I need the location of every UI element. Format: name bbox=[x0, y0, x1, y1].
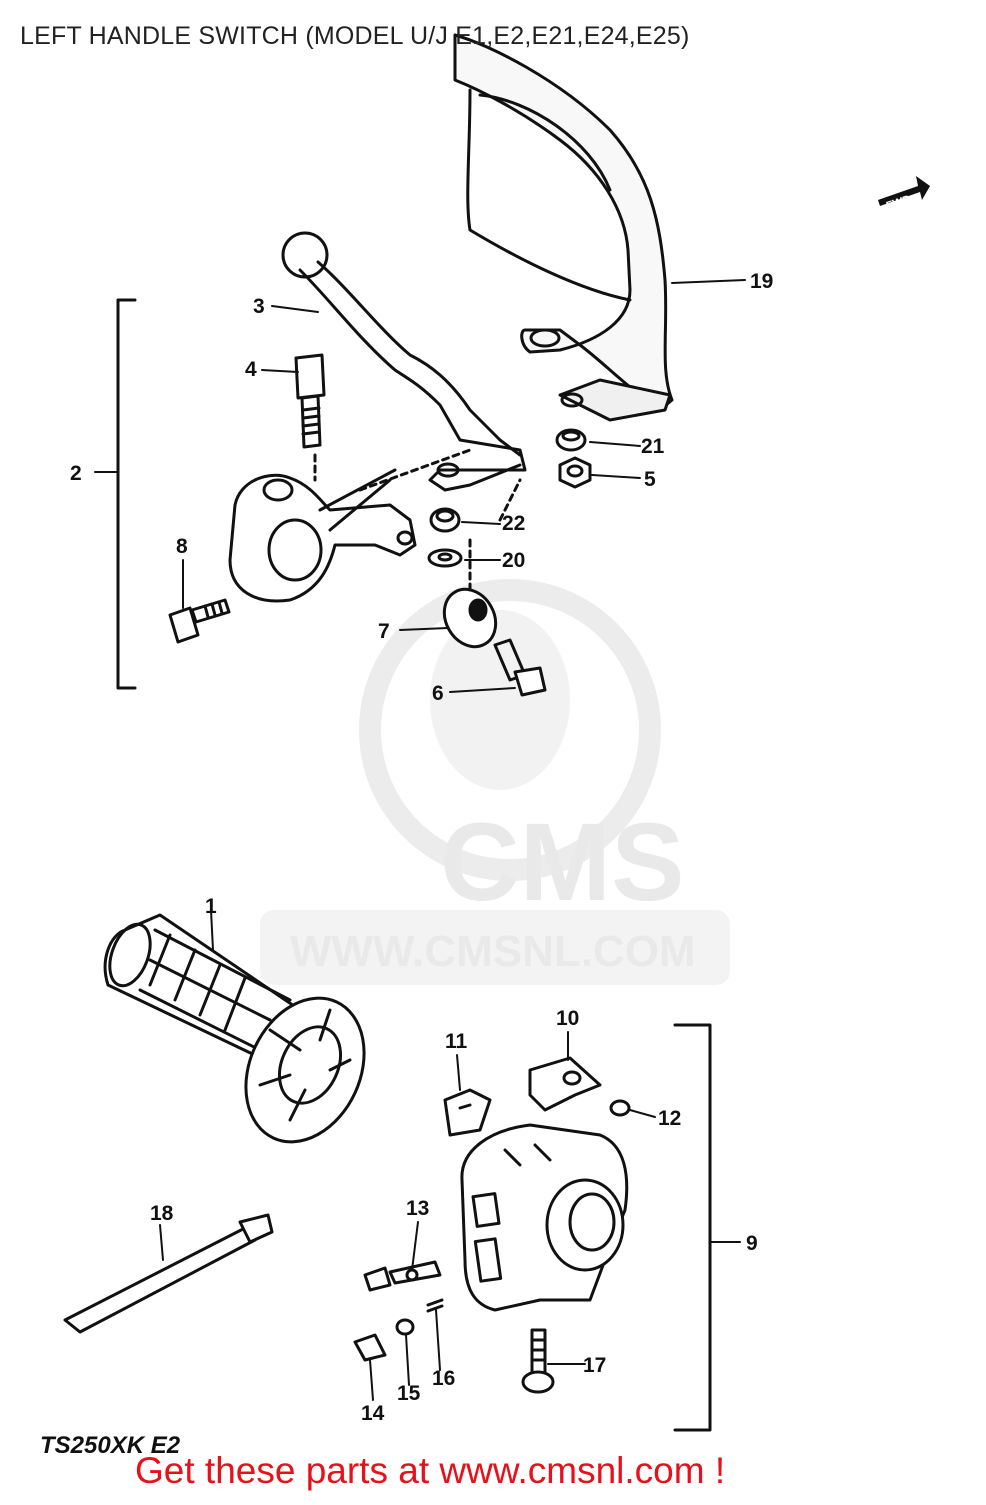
callout-16: 16 bbox=[432, 1367, 455, 1390]
group-bracket-2 bbox=[116, 298, 137, 690]
switch-housing-9 bbox=[460, 1123, 629, 1312]
callout-10: 10 bbox=[556, 1007, 579, 1030]
cable-tie-18 bbox=[63, 1213, 274, 1334]
fwd-label: FWD bbox=[885, 193, 913, 212]
callout-9: 9 bbox=[746, 1232, 758, 1255]
nut-5 bbox=[558, 456, 592, 489]
callout-15: 15 bbox=[397, 1382, 421, 1405]
adjuster-7 bbox=[442, 587, 498, 649]
spring-15 bbox=[395, 1318, 415, 1336]
callout-2: 2 bbox=[70, 462, 82, 485]
callout-14: 14 bbox=[361, 1402, 385, 1425]
clamp-bolt-8 bbox=[168, 598, 231, 644]
callout-18: 18 bbox=[150, 1202, 174, 1225]
leader-lines bbox=[94, 279, 746, 1401]
screw-17 bbox=[521, 1328, 555, 1394]
callout-4: 4 bbox=[245, 358, 257, 381]
callout-5: 5 bbox=[644, 468, 656, 491]
callout-7: 7 bbox=[378, 620, 390, 643]
contact-13 bbox=[363, 1260, 442, 1292]
pivot-bolt-4 bbox=[294, 353, 326, 449]
washer-21 bbox=[555, 428, 587, 452]
ball-16 bbox=[426, 1298, 444, 1313]
callout-11: 11 bbox=[445, 1030, 468, 1053]
watermark-url-text: WWW.CMSNL.COM bbox=[290, 927, 696, 976]
callout-21: 21 bbox=[641, 435, 665, 458]
group-bracket-9 bbox=[673, 1023, 712, 1432]
clutch-lever-3 bbox=[281, 231, 527, 492]
switch-lever-11 bbox=[443, 1088, 492, 1137]
callout-labels: 1 2 3 4 5 6 7 8 9 10 11 12 13 14 15 16 1… bbox=[70, 270, 773, 1425]
switch-knob-10 bbox=[528, 1056, 602, 1112]
washer-20 bbox=[427, 548, 463, 568]
model-code: TS250XK E2 bbox=[40, 1432, 181, 1459]
callout-8: 8 bbox=[176, 535, 188, 558]
page-title: LEFT HANDLE SWITCH (MODEL U/J E1,E2,E21,… bbox=[20, 22, 690, 50]
callout-19: 19 bbox=[750, 270, 773, 293]
footer-link[interactable]: Get these parts at www.cmsnl.com ! bbox=[135, 1450, 726, 1491]
callout-22: 22 bbox=[502, 512, 525, 535]
callout-13: 13 bbox=[406, 1197, 429, 1220]
callout-6: 6 bbox=[432, 682, 444, 705]
watermark: CMS WWW.CMSNL.COM bbox=[260, 579, 730, 985]
callout-20: 20 bbox=[502, 549, 525, 572]
terminal-14 bbox=[353, 1333, 387, 1362]
watermark-logo-text: CMS bbox=[440, 801, 684, 924]
lever-bracket bbox=[228, 468, 417, 603]
callout-17: 17 bbox=[583, 1354, 606, 1377]
hand-guard-19 bbox=[453, 33, 674, 422]
screw-12 bbox=[609, 1099, 631, 1117]
callout-3: 3 bbox=[253, 295, 265, 318]
screw-6 bbox=[493, 638, 547, 697]
callout-1: 1 bbox=[205, 895, 217, 918]
callout-12: 12 bbox=[658, 1107, 681, 1130]
forward-arrow-icon: FWD bbox=[878, 176, 930, 212]
handle-grip-1 bbox=[103, 913, 366, 1144]
bushing-22 bbox=[429, 507, 461, 533]
